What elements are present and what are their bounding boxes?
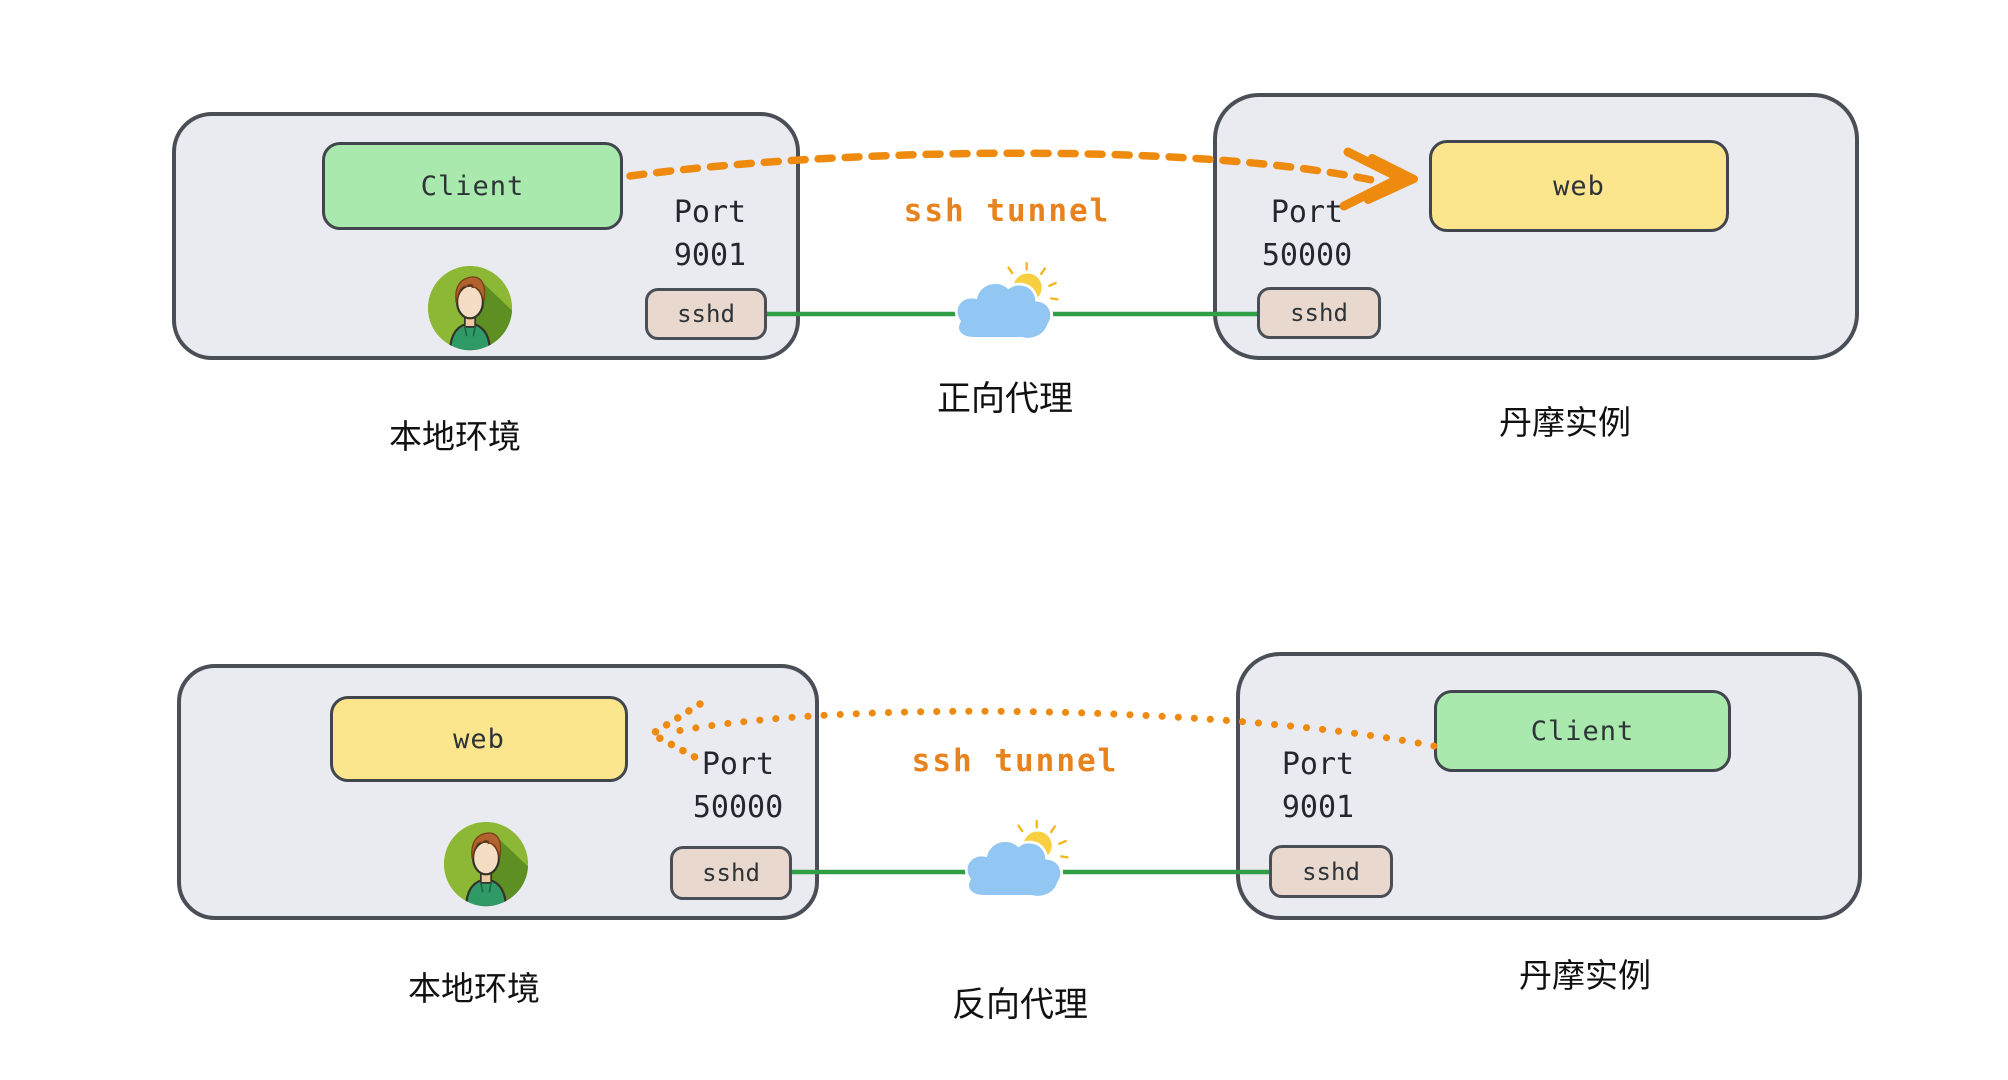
port-number: 50000 [692, 790, 784, 825]
cloud-with-sun-icon [964, 819, 1069, 899]
sshd-label: sshd [1290, 299, 1348, 327]
port-number: 9001 [673, 238, 747, 273]
cloud-shape [954, 281, 1053, 341]
sshd-box-local-reverse: sshd [670, 846, 792, 900]
port-label-remote-reverse: Port 9001 [1233, 743, 1403, 829]
client-service-box: Client [322, 142, 623, 230]
remote-instance-label-forward: 丹摩实例 [1499, 404, 1631, 441]
port-word: Port [673, 195, 747, 230]
sshd-box-local-forward: sshd [645, 288, 767, 340]
port-number: 9001 [1281, 790, 1355, 825]
sshd-label: sshd [1302, 857, 1360, 886]
ssh-tunnel-label-forward: ssh tunnel [903, 193, 1111, 229]
cloud-shape [964, 839, 1063, 899]
client-service-box-reverse: Client [1434, 690, 1731, 772]
client-service-label: Client [1530, 715, 1635, 747]
port-word: Port [701, 747, 775, 782]
web-service-label: web [1553, 170, 1605, 202]
forward-proxy-label: 正向代理 [937, 380, 1073, 418]
cloud-with-sun-icon [954, 261, 1059, 341]
reverse-proxy-label: 反向代理 [952, 986, 1088, 1024]
client-service-label: Client [420, 170, 525, 202]
remote-instance-label-reverse: 丹摩实例 [1519, 957, 1651, 994]
local-env-label-forward: 本地环境 [389, 418, 521, 455]
web-service-label: web [453, 723, 505, 755]
port-word: Port [1270, 195, 1344, 230]
web-service-box-reverse: web [330, 696, 628, 782]
user-avatar-icon [427, 265, 513, 351]
sshd-box-remote-reverse: sshd [1269, 845, 1393, 898]
sshd-label: sshd [702, 859, 760, 887]
user-avatar-icon [443, 821, 529, 907]
sshd-label: sshd [677, 300, 735, 328]
web-service-box: web [1429, 140, 1729, 232]
port-word: Port [1281, 747, 1355, 782]
port-number: 50000 [1261, 238, 1353, 273]
ssh-tunnel-label-reverse: ssh tunnel [911, 743, 1119, 779]
port-label-local-reverse: Port 50000 [653, 743, 823, 829]
port-label-local-forward: Port 9001 [625, 191, 795, 277]
local-env-label-reverse: 本地环境 [408, 970, 540, 1007]
sshd-box-remote-forward: sshd [1257, 287, 1381, 339]
port-label-remote-forward: Port 50000 [1222, 191, 1392, 277]
